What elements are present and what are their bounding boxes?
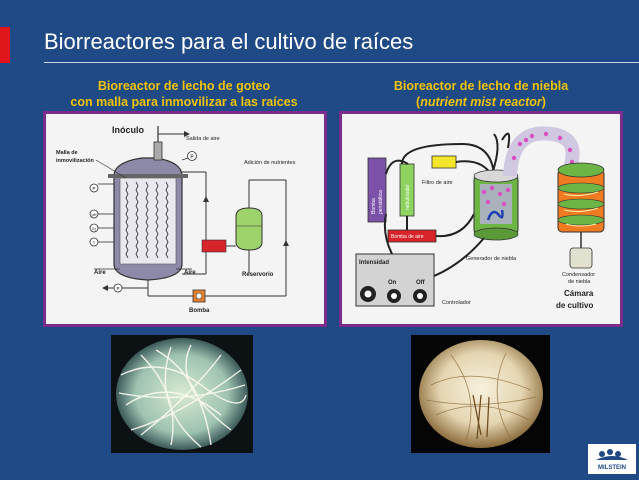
root-culture-dish-photo bbox=[411, 335, 550, 453]
label-adicion-nutrientes: Adición de nutrientes bbox=[244, 160, 296, 166]
svg-text:Bomba de aire: Bomba de aire bbox=[391, 234, 424, 240]
label-malla-1: Malla de bbox=[56, 150, 78, 156]
label-controlador: Controlador bbox=[442, 300, 471, 306]
label-aire-left: Aire bbox=[94, 270, 106, 276]
mist-reactor-diagram-panel: Bomba peristáltica nebulizador Filtro de… bbox=[339, 111, 623, 327]
roots-pattern bbox=[125, 181, 169, 259]
label-malla-2: inmovilización bbox=[56, 158, 95, 164]
air-filter bbox=[431, 155, 457, 169]
mist-condenser bbox=[569, 247, 593, 269]
vessel-flange bbox=[108, 174, 188, 178]
label-condensador-1: Condensador bbox=[562, 272, 595, 278]
svg-text:O₂: O₂ bbox=[92, 226, 97, 231]
inoculum-port bbox=[153, 141, 163, 161]
mist-transfer-tube bbox=[503, 126, 580, 177]
svg-text:peristáltica: peristáltica bbox=[378, 190, 384, 214]
svg-text:T: T bbox=[93, 240, 96, 245]
label-condensador-2: de niebla bbox=[568, 279, 591, 285]
heater-exchanger bbox=[201, 239, 227, 253]
peristaltic-pump bbox=[367, 157, 387, 223]
svg-text:pH: pH bbox=[91, 212, 96, 217]
svg-text:P: P bbox=[190, 155, 194, 161]
right-caption-italic: nutrient mist reactor bbox=[420, 95, 542, 109]
left-caption-line1: Bioreactor de lecho de goteo bbox=[97, 79, 271, 93]
svg-text:Bomba: Bomba bbox=[371, 198, 377, 214]
label-inoculo: Inóculo bbox=[112, 125, 144, 135]
right-caption-line1: Bioreactor de lecho de niebla bbox=[393, 79, 569, 93]
right-caption-line2: (nutrient mist reactor) bbox=[416, 95, 546, 109]
label-intensidad: Intensidad bbox=[359, 260, 389, 266]
svg-text:nebulizador: nebulizador bbox=[405, 184, 411, 210]
title-rule bbox=[44, 62, 639, 63]
trickle-bed-diagram: P P pH O₂ T P bbox=[56, 125, 296, 314]
label-reservorio: Reservorio bbox=[242, 272, 274, 278]
hairy-roots-petri-photo bbox=[111, 335, 253, 453]
label-off: Off bbox=[416, 280, 426, 286]
label-filtro-aire: Filtro de aire bbox=[422, 180, 453, 186]
trickle-bed-diagram-panel: P P pH O₂ T P bbox=[43, 111, 327, 327]
slide-title: Biorreactores para el cultivo de raíces bbox=[44, 29, 414, 54]
pressure-gauge-left bbox=[89, 183, 99, 193]
left-caption: Bioreactor de lecho de goteo con malla p… bbox=[44, 78, 324, 110]
left-caption-line2: con malla para inmovilizar a las raíces bbox=[70, 95, 298, 109]
mist-reactor-diagram: Bomba peristáltica nebulizador Filtro de… bbox=[355, 126, 605, 310]
label-on: On bbox=[388, 280, 397, 286]
label-camara-1: Cámara bbox=[564, 289, 594, 298]
mist-droplets bbox=[481, 185, 511, 207]
label-camara-2: de cultivo bbox=[556, 301, 593, 310]
svg-text:P: P bbox=[116, 286, 119, 291]
label-generador: Generador de niebla bbox=[466, 256, 517, 262]
svg-text:P: P bbox=[92, 186, 95, 191]
pressure-gauge-bottom bbox=[113, 283, 123, 293]
red-accent-bar bbox=[0, 27, 10, 63]
air-outlet-arrow bbox=[184, 131, 190, 137]
milstein-logo: MILSTEIN bbox=[588, 444, 636, 474]
label-aire-mid: Aire bbox=[184, 270, 196, 276]
label-bomba: Bomba bbox=[189, 308, 210, 314]
reservoir-tank bbox=[235, 207, 263, 251]
pressure-gauge-top bbox=[187, 151, 197, 161]
label-salida-aire: Salida de aire bbox=[186, 136, 220, 142]
right-caption: Bioreactor de lecho de niebla (nutrient … bbox=[350, 78, 612, 110]
svg-text:MILSTEIN: MILSTEIN bbox=[598, 465, 626, 471]
